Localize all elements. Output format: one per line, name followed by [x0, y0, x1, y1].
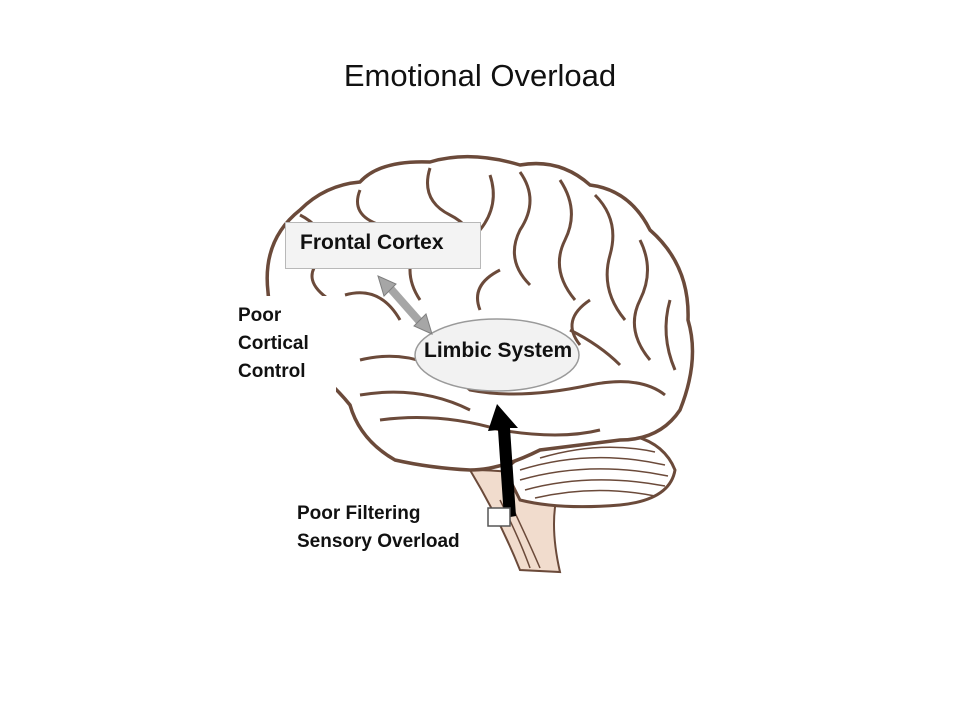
poor-cortical-line-1: Poor — [238, 305, 282, 326]
label-backdrop — [232, 296, 336, 406]
marker-box — [487, 507, 511, 527]
poor-filtering-line-1: Poor Filtering — [297, 503, 421, 524]
double-arrow — [377, 275, 433, 335]
slide-title: Emotional Overload — [343, 58, 617, 93]
limbic-system-label: Limbic System — [424, 339, 573, 362]
poor-cortical-line-3: Control — [238, 361, 306, 382]
poor-cortical-control-label: Poor Cortical Control — [238, 302, 309, 386]
poor-filtering-label: Poor Filtering Sensory Overload — [297, 500, 460, 556]
up-arrow — [488, 404, 518, 518]
poor-cortical-line-2: Cortical — [238, 333, 309, 354]
poor-filtering-line-2: Sensory Overload — [297, 531, 460, 552]
frontal-cortex-box: Frontal Cortex — [285, 222, 481, 269]
limbic-system-ellipse — [414, 318, 580, 392]
frontal-cortex-label: Frontal Cortex — [300, 231, 444, 254]
